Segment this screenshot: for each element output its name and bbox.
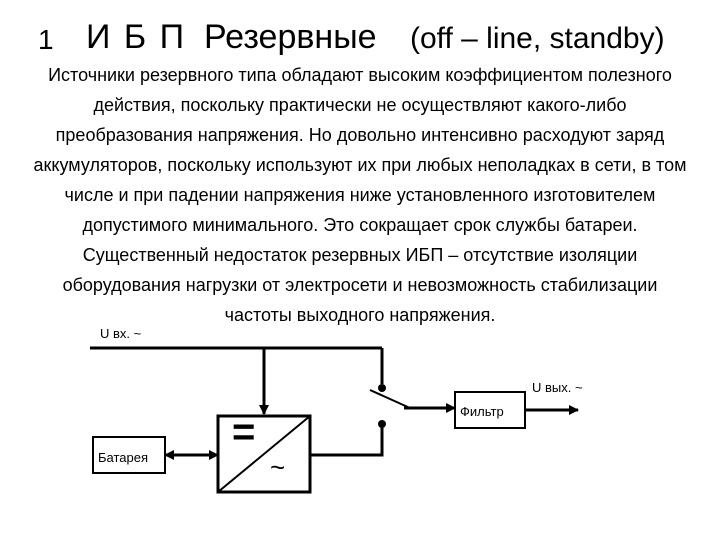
switch-contact-upper [378,384,386,392]
u-out-label: U вых. ~ [532,380,583,395]
filter-box [454,391,526,429]
switch-contact-lower [378,420,386,428]
slide-title: 1 И Б П Резервные (off – line, standby) [0,18,720,68]
title-english: (off – line, standby) [410,22,665,55]
title-word: Резервные [204,18,377,56]
dc-symbol: = [232,410,256,454]
u-in-label: U вх. ~ [100,326,142,341]
filter-label: Фильтр [460,404,504,419]
battery-label: Батарея [98,450,149,465]
switch-lever [369,389,411,409]
converter-diagonal [217,415,311,493]
title-abbr: И Б П [86,18,187,56]
battery-box [92,436,166,474]
title-number: 1 [38,24,54,55]
ac-symbol: ~ [270,452,286,482]
description-paragraph: Источники резервного типа обладают высок… [33,65,687,325]
converter-to-switch-line [310,424,384,457]
